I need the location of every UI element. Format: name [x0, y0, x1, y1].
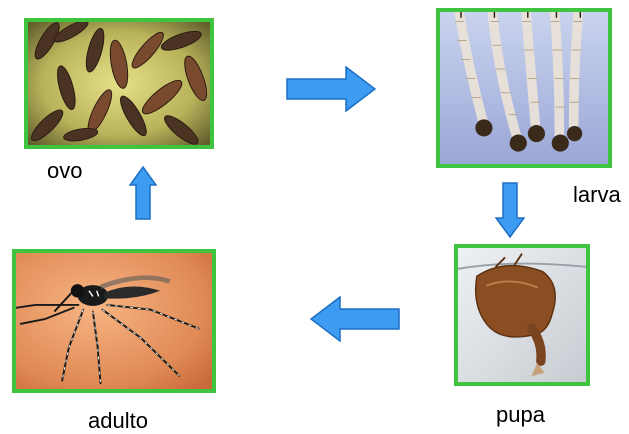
arrow-egg-to-larva — [286, 66, 376, 112]
up-arrow-icon — [129, 166, 157, 220]
egg-label: ovo — [47, 158, 82, 184]
left-arrow-icon — [310, 296, 400, 342]
arrow-adult-to-egg — [129, 166, 157, 220]
pupa-label: pupa — [496, 402, 545, 428]
adult-photo — [12, 249, 216, 393]
larva-photo — [436, 8, 612, 168]
arrow-larva-to-pupa — [495, 182, 525, 238]
arrow-pupa-to-adult — [310, 296, 400, 342]
down-arrow-icon — [495, 182, 525, 238]
larvae-image — [440, 12, 608, 164]
eggs-image — [28, 22, 210, 145]
adult-mosquito-image — [16, 253, 212, 389]
adult-label: adulto — [88, 408, 148, 434]
pupa-photo — [454, 244, 590, 386]
right-arrow-icon — [286, 66, 376, 112]
pupa-image — [458, 248, 586, 382]
egg-photo — [24, 18, 214, 149]
larva-label: larva — [573, 182, 621, 208]
